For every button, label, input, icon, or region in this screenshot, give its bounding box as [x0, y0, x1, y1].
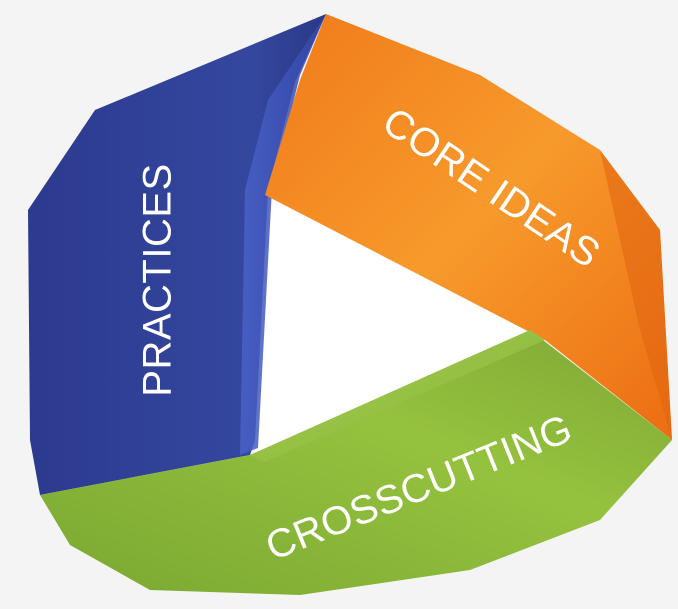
practices-fold	[240, 14, 326, 455]
crosscutting-fold	[250, 330, 545, 462]
crosscutting-band	[40, 330, 672, 595]
core-ideas-fold	[600, 150, 672, 440]
practices-label: PRACTICES	[136, 163, 180, 396]
core-ideas-band	[265, 14, 672, 440]
center-triangle	[255, 190, 535, 455]
